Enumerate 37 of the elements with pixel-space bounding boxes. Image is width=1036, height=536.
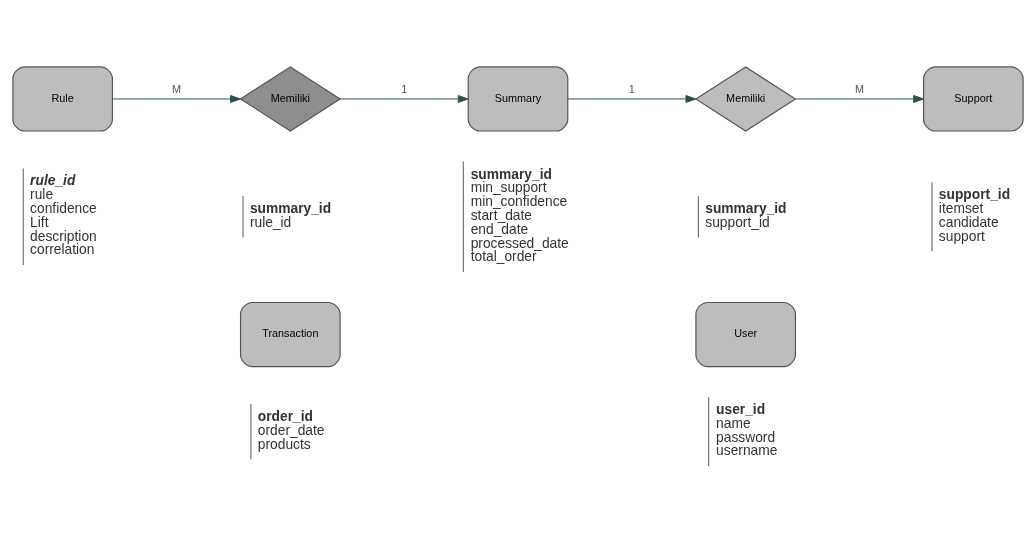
node-label: start_date: [470, 207, 532, 223]
node-label: order_date: [257, 422, 325, 438]
node-label: support_id: [938, 186, 1011, 202]
edge-label: M: [855, 82, 865, 95]
arrow: [567, 94, 697, 103]
node-diamond: Memiliki: [239, 65, 342, 132]
node-label: summary_id: [470, 166, 552, 182]
node-label: password: [716, 429, 776, 445]
node-label: processed_date: [470, 235, 569, 251]
node-label: name: [716, 415, 751, 431]
node-box: Rule: [12, 65, 113, 132]
node-label: order_id: [257, 408, 313, 424]
arrow: [112, 94, 241, 103]
node-label: description: [30, 228, 97, 244]
node-label: support: [938, 228, 985, 244]
node-box: Summary: [467, 65, 569, 132]
arrow: [795, 94, 924, 103]
node-box: User: [695, 301, 797, 367]
edge-label: M: [171, 82, 181, 95]
node-box: Support: [923, 65, 1024, 132]
edge-label: 1: [401, 82, 408, 95]
node-label: candidate: [938, 214, 999, 230]
node-label: confidence: [30, 200, 97, 216]
node-label: Lift: [30, 214, 49, 230]
node-label: summary_id: [705, 200, 787, 216]
node-label: rule: [30, 186, 54, 202]
node-label: username: [716, 442, 778, 458]
node-label: summary_id: [249, 200, 332, 216]
node-label: user_id: [716, 401, 766, 417]
arrow: [339, 94, 469, 103]
node-label: end_date: [470, 221, 529, 237]
edge-label: 1: [628, 82, 635, 95]
node-label: rule_id: [30, 172, 76, 188]
node-label: rule_id: [249, 214, 292, 230]
node-diamond: Memiliki: [694, 65, 797, 132]
node-box: Transaction: [239, 301, 341, 367]
node-label: products: [257, 436, 311, 452]
